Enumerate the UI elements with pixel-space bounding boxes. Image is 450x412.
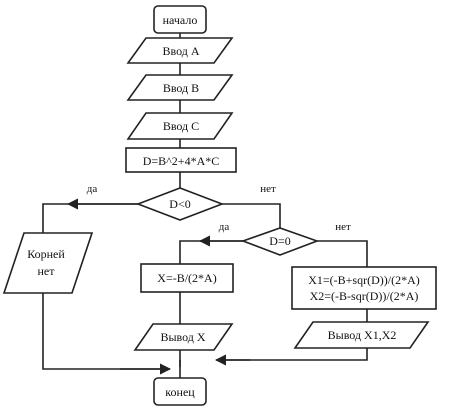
single-root-label: X=-B/(2*A) bbox=[157, 271, 216, 285]
no-roots-node: Корней нет bbox=[2, 232, 94, 294]
input-a-node: Ввод А bbox=[126, 37, 234, 64]
end-label: конец bbox=[165, 385, 195, 399]
input-c-label: Ввод С bbox=[163, 119, 199, 133]
input-a-label: Ввод А bbox=[162, 44, 199, 58]
branch-label-d-eq-0-yes: да bbox=[219, 221, 230, 233]
output-x1-x2-label: Вывод X1,X2 bbox=[328, 328, 397, 342]
branch-label-d-eq-0-no: нет bbox=[335, 221, 351, 233]
input-b-label: Ввод В bbox=[163, 81, 199, 95]
output-x-label: Вывод X bbox=[160, 330, 205, 344]
decision-d-lt-0: D<0 bbox=[135, 187, 225, 221]
start-label: начало bbox=[163, 13, 198, 27]
decision-d-eq-0: D=0 bbox=[240, 227, 320, 256]
two-roots-node: X1=(-B+sqr(D))/(2*A) X2=(-B-sqr(D))/(2*A… bbox=[291, 266, 437, 310]
connector-d-eq-0-yes bbox=[179, 240, 243, 264]
output-x1-x2-node: Вывод X1,X2 bbox=[293, 321, 430, 349]
connector-d-lt-0-no bbox=[222, 203, 281, 228]
decision-d-lt-0-label: D<0 bbox=[169, 197, 190, 211]
decision-d-eq-0-label: D=0 bbox=[269, 234, 290, 248]
no-roots-label-line2: нет bbox=[38, 264, 56, 278]
two-roots-label-line2: X2=(-B-sqr(D))/(2*A) bbox=[310, 289, 419, 303]
input-c-node: Ввод С bbox=[126, 112, 234, 140]
no-roots-label-line1: Корней bbox=[27, 247, 65, 261]
output-x-node: Вывод X bbox=[133, 323, 234, 351]
discriminant-node: D=B^2+4*A*C bbox=[125, 147, 237, 173]
branch-label-d-lt-0-no: нет bbox=[260, 183, 276, 195]
input-b-node: Ввод В bbox=[126, 74, 234, 101]
end-node: конец bbox=[153, 377, 207, 406]
single-root-node: X=-B/(2*A) bbox=[140, 263, 234, 293]
two-roots-label-line1: X1=(-B+sqr(D))/(2*A) bbox=[308, 273, 420, 287]
branch-label-d-lt-0-yes: да bbox=[87, 183, 98, 195]
connectors bbox=[42, 33, 368, 378]
connector-no-roots-to-merge bbox=[42, 293, 160, 370]
connector-d-lt-0-yes bbox=[42, 203, 138, 233]
connector-d-eq-0-no bbox=[317, 240, 368, 267]
start-node: начало bbox=[153, 5, 207, 34]
discriminant-label: D=B^2+4*A*C bbox=[143, 154, 220, 168]
connector-output-x1x2-to-merge bbox=[222, 348, 368, 361]
